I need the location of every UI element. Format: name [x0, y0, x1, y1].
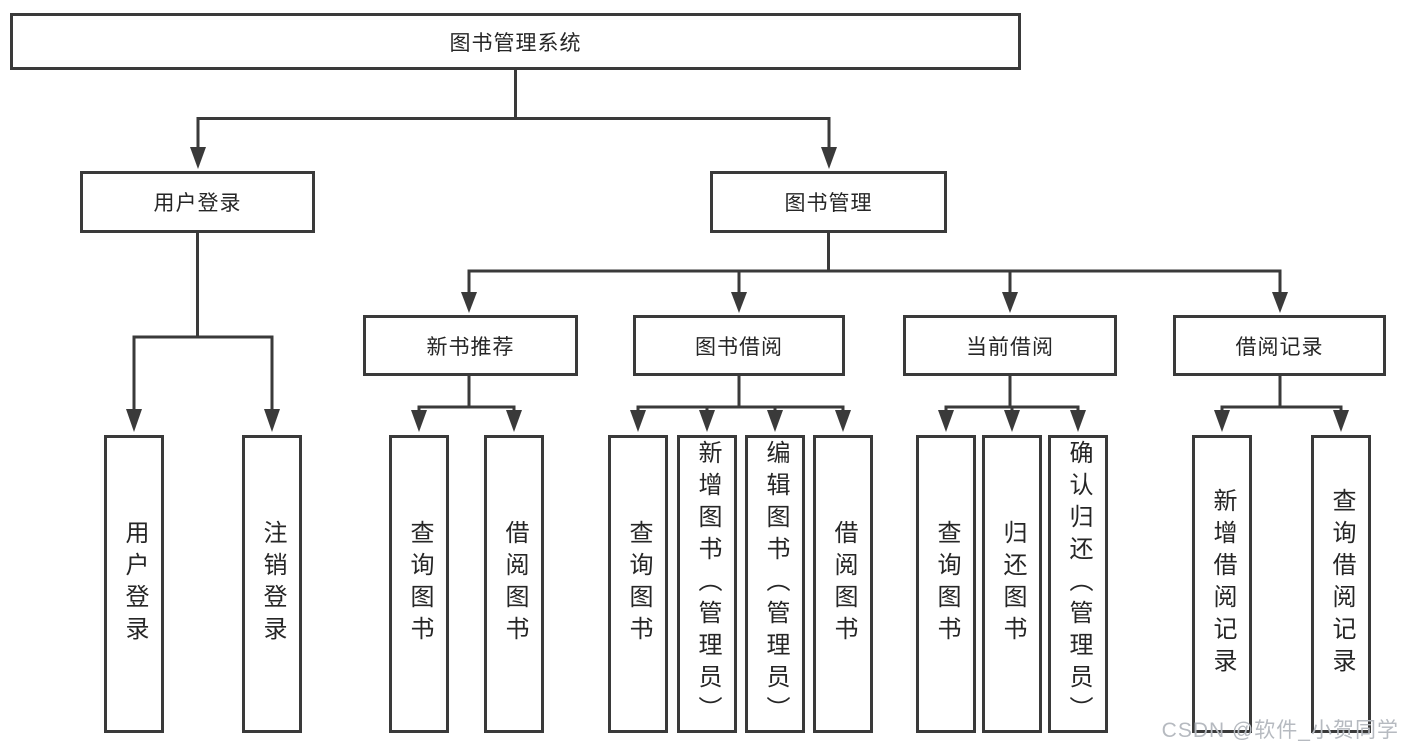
node-query-books-borrowing: 查询图书 [608, 435, 668, 733]
node-edit-books-admin: 编辑图书（管理员） [745, 435, 805, 733]
arrowhead [1070, 410, 1086, 432]
node-new-book-recommendation: 新书推荐 [363, 315, 578, 376]
connector-user-login-to-children [126, 233, 280, 432]
connector-root-to-children [190, 70, 837, 169]
arrowhead [630, 410, 646, 432]
node-borrow-books-recommendation: 借阅图书 [484, 435, 544, 733]
node-book-management: 图书管理 [710, 171, 947, 233]
arrowhead [699, 410, 715, 432]
node-user-login-leaf: 用户登录 [104, 435, 164, 733]
arrowhead [767, 410, 783, 432]
arrowhead [461, 292, 477, 313]
node-logout: 注销登录 [242, 435, 302, 733]
watermark: CSDN @软件_小贺同学 [1161, 719, 1399, 742]
arrowhead [411, 410, 427, 432]
arrowhead [1002, 292, 1018, 313]
node-library-management-system: 图书管理系统 [10, 13, 1021, 70]
connector-current-borrowing-to-children [938, 376, 1086, 432]
arrowhead [1214, 410, 1230, 432]
arrowhead [835, 410, 851, 432]
node-query-borrow-record: 查询借阅记录 [1311, 435, 1371, 733]
arrowhead [190, 147, 206, 169]
arrowhead [126, 409, 142, 432]
arrowhead [731, 292, 747, 313]
node-borrowing-records: 借阅记录 [1173, 315, 1386, 376]
node-book-borrowing: 图书借阅 [633, 315, 845, 376]
connector-book-management-to-children [461, 233, 1288, 313]
node-borrow-books: 借阅图书 [813, 435, 873, 733]
node-add-borrow-record: 新增借阅记录 [1192, 435, 1252, 733]
node-return-books: 归还图书 [982, 435, 1042, 733]
arrowhead [821, 147, 837, 169]
node-confirm-return-admin: 确认归还（管理员） [1048, 435, 1108, 733]
connector-borrowing-records-to-children [1214, 376, 1349, 432]
node-add-books-admin: 新增图书（管理员） [677, 435, 737, 733]
arrowhead [264, 409, 280, 432]
arrowhead [506, 410, 522, 432]
node-query-books-current: 查询图书 [916, 435, 976, 733]
arrowhead [938, 410, 954, 432]
arrowhead [1004, 410, 1020, 432]
arrowhead [1333, 410, 1349, 432]
connector-book-borrowing-to-children [630, 376, 851, 432]
node-query-books-recommendation: 查询图书 [389, 435, 449, 733]
arrowhead [1272, 292, 1288, 313]
node-user-login: 用户登录 [80, 171, 315, 233]
connector-new-book-recommendation-to-children [411, 376, 522, 432]
node-current-borrowing: 当前借阅 [903, 315, 1117, 376]
